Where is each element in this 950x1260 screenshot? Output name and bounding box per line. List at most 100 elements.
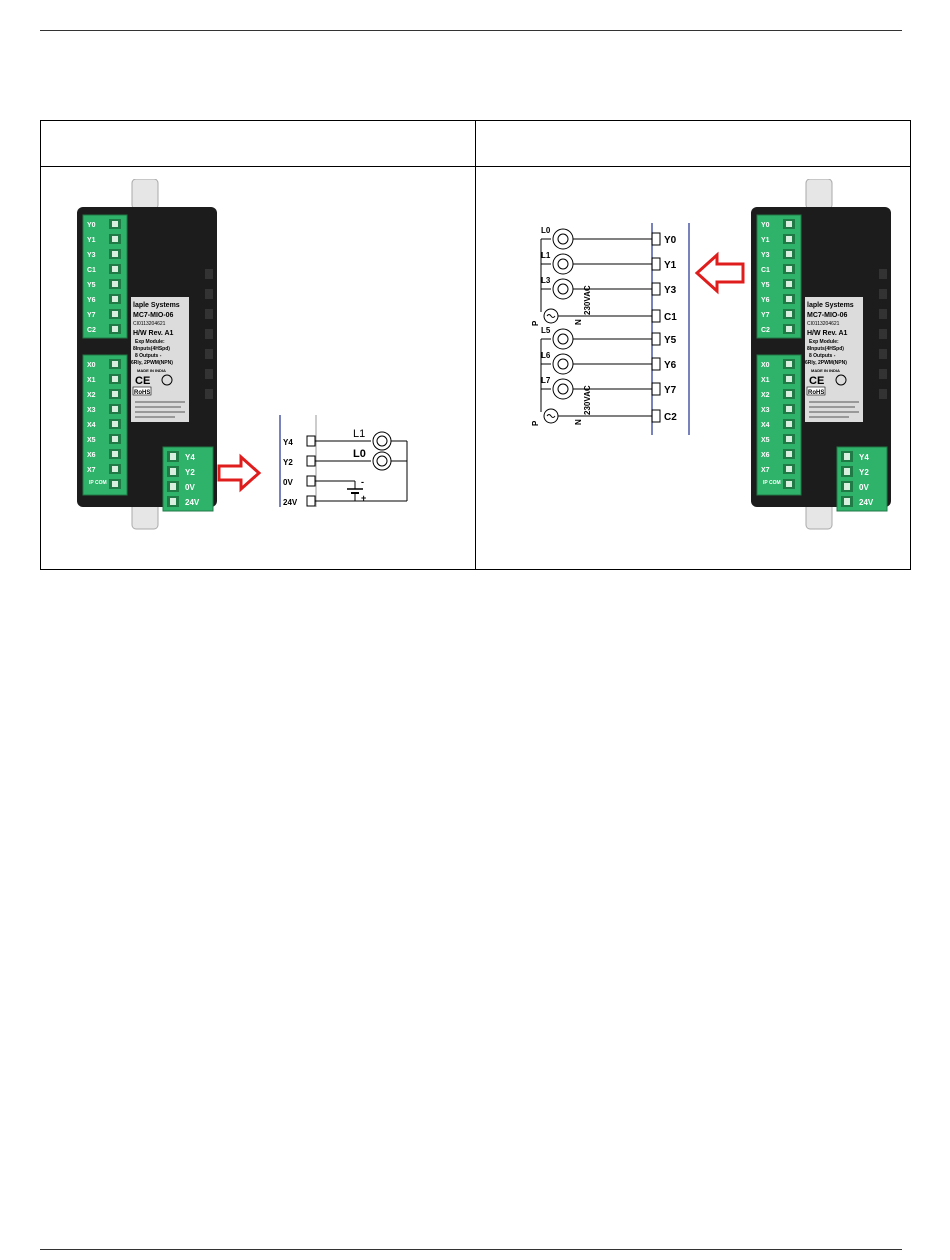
terminal-label-left: Y3 [87, 252, 96, 259]
terminal-label-left: C1 [87, 267, 96, 274]
right-terminal-box [651, 332, 661, 346]
input-terminal-label-left: X0 [87, 362, 96, 369]
left-wiring-figure: laple Systems MC7-MIO-06 CI0113204621 H/… [77, 179, 408, 530]
terminal-label-right: Y1 [761, 237, 770, 244]
module-model-right: MC7-MIO-06 [807, 312, 848, 319]
left-terminal-label: 0V [283, 478, 293, 487]
rohs-mark: RoHS [134, 390, 150, 396]
input-terminal-label-left: X3 [87, 407, 96, 414]
right-terminal-label: C2 [664, 412, 677, 423]
terminal-label-right: C1 [761, 267, 770, 274]
right-terminal-box [651, 232, 661, 246]
module-made-in: MADE IN INDIA [137, 368, 166, 373]
right-terminal-box [651, 382, 661, 396]
terminal-label-right: Y7 [761, 312, 770, 319]
module-desc-1: Exp Module: [135, 339, 165, 345]
input-terminal-label-left: X1 [87, 377, 96, 384]
right-terminal-box [651, 409, 661, 423]
power-terminal-label-right: Y4 [859, 453, 869, 462]
terminal-label-left: Y0 [87, 222, 96, 229]
module-brand-right: laple Systems [807, 302, 854, 309]
input-terminal-label-left: X6 [87, 452, 96, 459]
module-model: MC7-MIO-06 [133, 312, 174, 319]
module-made-in-right: MADE IN INDIA [811, 368, 840, 373]
terminal-label-left: Y7 [87, 312, 96, 319]
terminal-label-left: C2 [87, 327, 96, 334]
terminal-label-left: Y6 [87, 297, 96, 304]
input-terminal-label-left: X2 [87, 392, 96, 399]
module-serial-right: CI0113204621 [807, 321, 840, 327]
phase-label-2: P [531, 420, 540, 426]
header-rule [40, 30, 902, 31]
battery-minus-label: - [361, 477, 364, 487]
ce-mark: CE [135, 375, 150, 387]
terminal-label-right: Y3 [761, 252, 770, 259]
module-serial: CI0113204621 [133, 321, 166, 327]
lamp-icon [541, 328, 652, 350]
input-terminal-label-right: X4 [761, 422, 770, 429]
right-wiring-figure: P P N N 230VAC 230VAC laple Systems MC [531, 179, 891, 530]
neutral-label-2: N [574, 419, 583, 425]
module-desc-3: 8 Outputs - [135, 353, 162, 359]
input-terminal-label-left: X4 [87, 422, 96, 429]
terminal-label-right: Y0 [761, 222, 770, 229]
terminal-label-left: Y1 [87, 237, 96, 244]
module-hw-rev-right: H/W Rev. A1 [807, 330, 848, 337]
plc-module-right: laple Systems MC7-MIO-06 CI0113204621 H/… [751, 179, 891, 530]
input-terminal-label-right: IP COM [763, 480, 781, 486]
lamp-icon [541, 253, 652, 275]
right-terminal-label: Y6 [664, 360, 677, 371]
right-load-label: L3 [541, 276, 551, 285]
ul-mark-icon [161, 374, 173, 386]
plc-module-left: laple Systems MC7-MIO-06 CI0113204621 H/… [77, 179, 217, 530]
right-arrow-icon [694, 251, 745, 295]
right-terminal-label: C1 [664, 312, 677, 323]
right-terminal-label: Y1 [664, 260, 677, 271]
lamp-icon [541, 228, 652, 250]
module-desc-4: 6Rly, 2PWM(NPN) [131, 360, 173, 366]
right-load-label: L0 [541, 226, 551, 235]
module-desc-3-right: 8 Outputs - [809, 353, 836, 359]
power-terminal-label-left: Y2 [185, 468, 195, 477]
module-hw-rev: H/W Rev. A1 [133, 330, 174, 337]
input-terminal-label-left: IP COM [89, 480, 107, 486]
input-terminal-label-right: X3 [761, 407, 770, 414]
ac-supply-1 [540, 299, 652, 324]
right-load-label: L7 [541, 376, 551, 385]
module-brand: laple Systems [133, 302, 180, 309]
right-load-label: L6 [541, 351, 551, 360]
power-terminal-label-right: Y2 [859, 468, 869, 477]
input-terminal-label-right: X6 [761, 452, 770, 459]
module-desc-2: 8Inputs(4HSpd) [133, 346, 170, 352]
left-terminal-label: Y2 [283, 458, 293, 467]
table-header-row [40, 120, 911, 167]
terminal-label-right: Y5 [761, 282, 770, 289]
left-arrow-icon [217, 453, 262, 493]
module-desc-1-right: Exp Module: [809, 339, 839, 345]
right-terminal-label: Y3 [664, 285, 677, 296]
right-load-label: L5 [541, 326, 551, 335]
header-cell-left [40, 120, 476, 167]
right-load-label: L1 [541, 251, 551, 260]
left-schematic [279, 415, 408, 507]
ul-mark-icon-right [835, 374, 847, 386]
terminal-label-right: Y6 [761, 297, 770, 304]
lamp-icon [541, 278, 652, 300]
input-terminal-label-right: X2 [761, 392, 770, 399]
input-terminal-label-right: X5 [761, 437, 770, 444]
supply-label-2: 230VAC [583, 385, 592, 415]
right-terminal-box [651, 282, 661, 296]
left-figure-cell: laple Systems MC7-MIO-06 CI0113204621 H/… [40, 166, 476, 570]
rohs-mark-right: RoHS [808, 390, 824, 396]
power-terminal-label-right: 24V [859, 498, 874, 507]
power-terminal-label-left: Y4 [185, 453, 195, 462]
right-terminal-box [651, 357, 661, 371]
ce-mark-right: CE [809, 375, 824, 387]
load-label-left-L1: L1 [353, 428, 365, 440]
wiring-table: laple Systems MC7-MIO-06 CI0113204621 H/… [40, 120, 911, 570]
right-terminal-box [651, 257, 661, 271]
lamp-icon [541, 378, 652, 400]
power-terminal-label-left: 0V [185, 483, 195, 492]
input-terminal-label-left: X5 [87, 437, 96, 444]
module-desc-2-right: 8Inputs(4HSpd) [807, 346, 844, 352]
